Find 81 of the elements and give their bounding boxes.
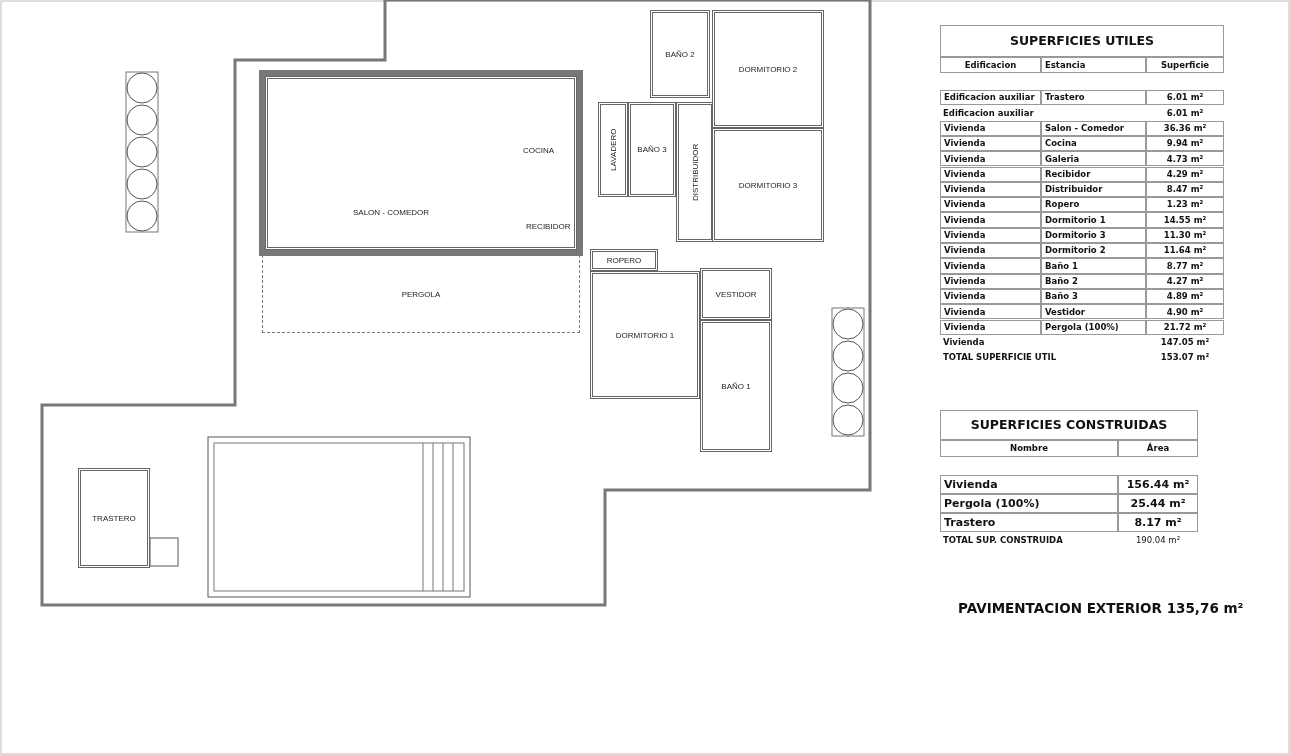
table-cell: 4.27 m²: [1146, 273, 1224, 289]
table-cell: 1.23 m²: [1146, 197, 1224, 213]
table-cell: Vivienda: [940, 243, 1041, 259]
table-cell: 8.47 m²: [1146, 181, 1224, 198]
table-text: Vivienda: [942, 336, 986, 350]
table-cell: Vivienda: [940, 227, 1041, 243]
table-text: 147.05 m²: [1159, 336, 1211, 350]
table-cell: 8.77 m²: [1146, 258, 1224, 274]
table-title: SUPERFICIES UTILES: [940, 25, 1224, 57]
room: PERGOLA: [262, 255, 580, 333]
table-cell: Vivienda: [940, 151, 1041, 167]
table-cell: Vivienda: [940, 258, 1041, 274]
room: BAÑO 3: [628, 102, 676, 197]
table-cell: Vivienda: [940, 212, 1041, 228]
table-cell: Vivienda: [940, 273, 1041, 289]
table-cell: Dormitorio 3: [1041, 227, 1146, 243]
table-cell: 9.94 m²: [1146, 135, 1224, 152]
table-text: TOTAL SUP. CONSTRUIDA: [942, 533, 1064, 547]
table-header: Nombre: [940, 440, 1118, 457]
summary-heading: PAVIMENTACION EXTERIOR 135,76 m²: [957, 600, 1245, 618]
table-cell: Pergola (100%): [1041, 319, 1146, 335]
table-text: 153.07 m²: [1159, 351, 1211, 365]
table-cell: Vivienda: [940, 120, 1041, 136]
room: DORMITORIO 1: [590, 271, 700, 399]
room: BAÑO 1: [700, 320, 772, 452]
table-cell: Baño 3: [1041, 288, 1146, 305]
table-title: SUPERFICIES CONSTRUIDAS: [940, 410, 1198, 440]
room: DISTRIBUIDOR: [676, 102, 714, 242]
table-cell: 6.01 m²: [1146, 90, 1224, 106]
room-label: RECIBIDOR: [526, 222, 571, 231]
table-cell: 156.44 m²: [1118, 475, 1198, 494]
table-cell: 4.29 m²: [1146, 166, 1224, 182]
table-cell: 21.72 m²: [1146, 319, 1224, 335]
room: VESTIDOR: [700, 268, 772, 320]
table-cell: Dormitorio 1: [1041, 212, 1146, 228]
table-cell: Galeria: [1041, 151, 1146, 167]
table-cell: Vivienda: [940, 304, 1041, 320]
table-text: Edificacion auxiliar: [942, 106, 1035, 120]
table-cell: 11.30 m²: [1146, 227, 1224, 243]
room-label: COCINA: [523, 146, 555, 155]
table-header: Superficie: [1146, 57, 1224, 73]
table-cell: 4.73 m²: [1146, 151, 1224, 167]
table-header: Edificacion: [940, 57, 1041, 73]
table-cell: Trastero: [1041, 90, 1146, 106]
room: BAÑO 2: [650, 10, 710, 98]
table-cell: 11.64 m²: [1146, 243, 1224, 259]
room: LAVADERO: [598, 102, 628, 197]
table-cell: 36.36 m²: [1146, 120, 1224, 136]
table-cell: Trastero: [940, 513, 1118, 532]
table-cell: Pergola (100%): [940, 494, 1118, 513]
room: TRASTERO: [78, 468, 150, 568]
table-cell: Recibidor: [1041, 166, 1146, 182]
table-cell: Vivienda: [940, 288, 1041, 305]
table-cell: Vivienda: [940, 166, 1041, 182]
table-cell: Distribuidor: [1041, 181, 1146, 198]
table-text: TOTAL SUPERFICIE UTIL: [942, 351, 1058, 365]
table-cell: Vivienda: [940, 475, 1118, 494]
table-cell: Vivienda: [940, 197, 1041, 213]
room: ROPERO: [590, 249, 658, 271]
room: DORMITORIO 3: [712, 128, 824, 242]
table-text: 6.01 m²: [1165, 106, 1205, 120]
table-cell: Vivienda: [940, 319, 1041, 335]
table-header: Área: [1118, 440, 1198, 457]
table-cell: Cocina: [1041, 135, 1146, 152]
table-cell: Ropero: [1041, 197, 1146, 213]
table-cell: 4.89 m²: [1146, 288, 1224, 305]
table-cell: Salon - Comedor: [1041, 120, 1146, 136]
room: DORMITORIO 2: [712, 10, 824, 128]
table-cell: Edificacion auxiliar: [940, 90, 1041, 106]
table-header: Estancia: [1041, 57, 1146, 73]
table-cell: Vestidor: [1041, 304, 1146, 320]
table-cell: Dormitorio 2: [1041, 243, 1146, 259]
table-cell: Vivienda: [940, 135, 1041, 152]
table-cell: 4.90 m²: [1146, 304, 1224, 320]
table-cell: Vivienda: [940, 181, 1041, 198]
table-text: 190.04 m²: [1134, 533, 1182, 547]
table-cell: 8.17 m²: [1118, 513, 1198, 532]
table-cell: Baño 1: [1041, 258, 1146, 274]
table-cell: Baño 2: [1041, 273, 1146, 289]
table-cell: 25.44 m²: [1118, 494, 1198, 513]
table-cell: 14.55 m²: [1146, 212, 1224, 228]
